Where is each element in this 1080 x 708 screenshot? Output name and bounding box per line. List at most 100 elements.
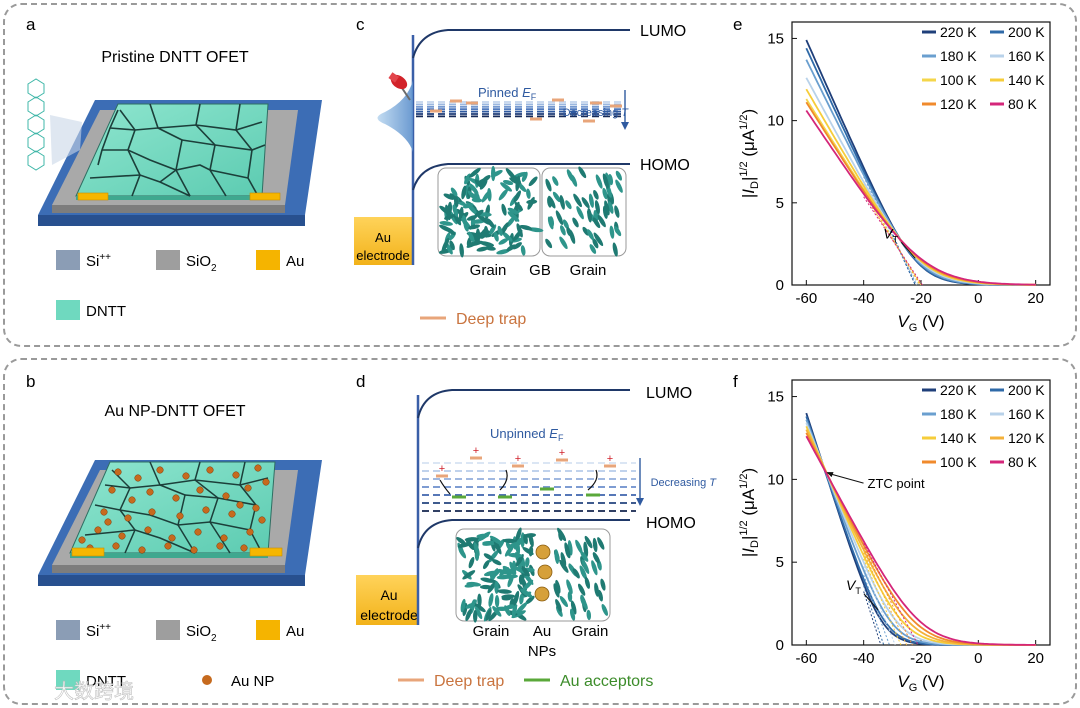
electrode-label-au-d: Au <box>380 587 397 603</box>
top-panel-frame <box>3 3 1077 347</box>
legend-label: 160 K <box>1008 406 1045 422</box>
x-tick-label: -60 <box>795 290 817 307</box>
legend-label: 220 K <box>940 382 977 398</box>
legend-swatch <box>56 300 80 320</box>
legend-label: 160 K <box>1008 48 1045 64</box>
legend-swatch <box>56 670 80 690</box>
series-line-200-K <box>805 416 1036 646</box>
y-tick-label: 10 <box>767 113 784 130</box>
pristine-device-illustration <box>27 78 322 226</box>
panel-d: d Au electrode LUMO HOMO Unpinned EF Dec… <box>356 372 717 690</box>
panel-b-title: Au NP-DNTT OFET <box>104 403 245 420</box>
x-tick-label: 20 <box>1027 290 1044 307</box>
panel-a-letter: a <box>26 15 36 34</box>
legend-label: DNTT <box>86 673 126 690</box>
ef-label-d: Unpinned EF <box>490 426 564 443</box>
y-tick-label: 5 <box>776 195 784 212</box>
legend-item-si: Si++ <box>56 620 111 640</box>
panel-a: a Pristine DNTT OFET <box>26 15 322 320</box>
legend-swatch <box>256 620 280 640</box>
au-electrode-block-d <box>356 575 418 625</box>
x-axis-label: VG (V) <box>897 312 944 334</box>
legend-label: 120 K <box>1008 430 1045 446</box>
extrapolation-line <box>863 193 922 286</box>
panel-f-letter: f <box>733 372 738 391</box>
x-axis-label: VG (V) <box>897 672 944 694</box>
legend-label: 80 K <box>1008 96 1037 112</box>
series-line-160-K <box>805 77 1036 286</box>
trap-and-acceptor-marks: +++++ <box>436 445 616 499</box>
au-np-swatch <box>202 675 212 685</box>
nps-label-d: NPs <box>528 643 556 660</box>
series-line-200-K <box>805 47 1036 286</box>
bottom-panel-frame <box>3 358 1077 705</box>
extrapolation-line <box>863 585 885 646</box>
series-line-100-K <box>805 432 1036 646</box>
y-tick-label: 15 <box>767 30 784 47</box>
y-tick-label: 15 <box>767 389 784 406</box>
deep-trap-key-d: Deep trap <box>434 673 504 690</box>
au-np-icon <box>537 564 553 580</box>
legend-label: SiO2 <box>186 623 217 644</box>
fermi-level-lines-d <box>422 462 636 512</box>
electrode-label-text-d: electrode <box>360 607 418 623</box>
series-line-140-K <box>805 425 1036 646</box>
legend-item-sio: SiO2 <box>156 250 217 274</box>
legend-item-si: Si++ <box>56 250 111 270</box>
x-tick-label: 0 <box>974 290 982 307</box>
legend-label: 180 K <box>940 406 977 422</box>
x-tick-label: -20 <box>910 650 932 667</box>
grain-gb-grain-inset <box>437 165 627 258</box>
legend-item-dntt: DNTT <box>56 670 126 690</box>
legend-label: DNTT <box>86 303 126 320</box>
ztc-arrow <box>827 472 864 484</box>
gb-label-c: GB <box>529 262 551 279</box>
legend-label: 220 K <box>940 24 977 40</box>
series-line-80-K <box>805 109 1036 286</box>
au-label-d: Au <box>533 623 551 640</box>
fermi-level-lines <box>416 101 622 118</box>
legend-label: Si++ <box>86 622 111 640</box>
deep-trap-key-c: Deep trap <box>456 311 526 328</box>
legend-item-sio: SiO2 <box>156 620 217 644</box>
grain-label-left-c: Grain <box>470 262 507 279</box>
legend-label: Au NP <box>231 673 274 690</box>
au-np-icon <box>534 586 550 602</box>
electrode-label-au: Au <box>375 230 391 245</box>
lumo-label-d: LUMO <box>646 385 692 402</box>
legend-item-dntt: DNTT <box>56 300 126 320</box>
ztc-label: ZTC point <box>868 476 925 491</box>
legend-swatch <box>256 250 280 270</box>
positive-charge-mark: + <box>515 453 521 465</box>
legend-label: 200 K <box>1008 24 1045 40</box>
au-nanoparticles <box>78 464 270 554</box>
extrapolation-line <box>863 188 920 286</box>
x-tick-label: -60 <box>795 650 817 667</box>
x-tick-label: -20 <box>910 290 932 307</box>
legend-label: 100 K <box>940 454 977 470</box>
trend-label-d: Decreasing T <box>651 477 718 489</box>
legend-label: 80 K <box>1008 454 1037 470</box>
y-axis-label: |ID|1/2 (μA1/2) <box>738 109 761 198</box>
vt-arrow <box>863 593 879 611</box>
vt-arrow <box>900 242 916 259</box>
grain-label-right-d: Grain <box>572 623 609 640</box>
positive-charge-mark: + <box>607 453 613 465</box>
legend-swatch <box>56 620 80 640</box>
x-tick-label: 20 <box>1027 650 1044 667</box>
series-line-160-K <box>805 422 1036 646</box>
au-np-icon <box>535 544 551 560</box>
legend-swatch <box>56 250 80 270</box>
y-tick-label: 0 <box>776 637 784 654</box>
legend-item-au: Au <box>256 250 304 270</box>
ef-label-c: Pinned EF <box>478 85 537 102</box>
y-tick-label: 5 <box>776 554 784 571</box>
x-tick-label: -40 <box>853 650 875 667</box>
panel-a-title: Pristine DNTT OFET <box>101 49 249 66</box>
